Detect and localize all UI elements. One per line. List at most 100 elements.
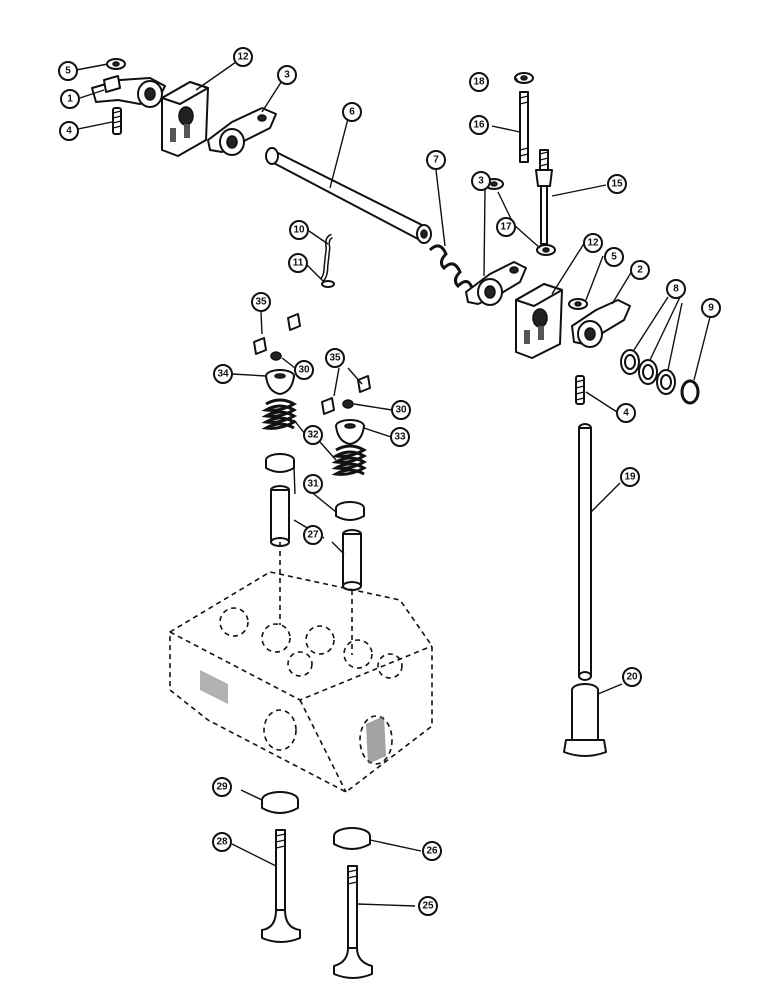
washer-17-lower: [536, 244, 556, 256]
adjusting-stud-4-lower: [575, 375, 585, 405]
svg-text:6: 6: [349, 107, 355, 118]
svg-text:9: 9: [708, 303, 714, 314]
valve-keeper-35-right: [321, 375, 371, 415]
svg-text:29: 29: [216, 782, 228, 793]
rocker-shaft-6: [265, 147, 432, 244]
svg-text:3: 3: [284, 70, 290, 81]
rocker-shaft-support-12-upper: [161, 81, 209, 157]
valve-spring-32-right: [331, 444, 368, 476]
svg-text:5: 5: [611, 252, 617, 263]
stud-16: [519, 91, 529, 163]
svg-text:12: 12: [587, 238, 599, 249]
callout-25: 25: [418, 896, 438, 916]
valve-seal-30-left: [270, 351, 282, 361]
adjusting-stud-4-upper: [112, 107, 122, 135]
callout-30-left: 30: [294, 360, 314, 380]
valve-25: [333, 865, 373, 979]
svg-text:15: 15: [611, 179, 623, 190]
svg-text:19: 19: [624, 472, 636, 483]
svg-text:32: 32: [307, 430, 319, 441]
callout-32: 32: [303, 425, 323, 445]
spring-seat-31-right: [335, 501, 365, 521]
valve-seat-insert-29: [261, 791, 299, 814]
valve-seat-insert-26: [333, 827, 371, 850]
shaft-spring-7: [428, 244, 474, 289]
callout-20: 20: [622, 667, 642, 687]
thrust-washer-8-a: [620, 349, 640, 375]
callout-35-right: 35: [325, 348, 345, 368]
callout-35-left: 35: [251, 292, 271, 312]
svg-text:1: 1: [67, 94, 73, 105]
rocker-arm-3-upper: [207, 107, 277, 156]
callout-12-upper: 12: [233, 47, 253, 67]
valve-guide-27-right: [342, 529, 362, 591]
callout-9: 9: [701, 298, 721, 318]
svg-text:8: 8: [673, 284, 679, 295]
callout-29: 29: [212, 777, 232, 797]
callout-27: 27: [303, 525, 323, 545]
svg-text:10: 10: [293, 225, 305, 236]
nut-5-upper: [106, 58, 126, 70]
callout-7: 7: [426, 150, 446, 170]
rocker-shaft-support-12-lower: [515, 283, 563, 359]
spring-retainer-34: [265, 369, 295, 395]
adjusting-screw-15: [535, 149, 553, 245]
callout-8: 8: [666, 279, 686, 299]
svg-text:30: 30: [395, 405, 407, 416]
svg-text:26: 26: [426, 846, 438, 857]
spring-retainer-33: [335, 419, 365, 445]
thrust-washer-8-c: [656, 369, 676, 395]
svg-text:33: 33: [394, 432, 406, 443]
valve-spring-32-left: [261, 398, 298, 430]
callout-11: 11: [288, 253, 308, 273]
svg-text:35: 35: [255, 297, 267, 308]
nut-18: [514, 72, 534, 84]
nut-5-lower: [568, 298, 588, 310]
callout-3-lower: 3: [471, 171, 491, 191]
svg-text:3: 3: [478, 176, 484, 187]
svg-text:25: 25: [422, 901, 434, 912]
svg-text:31: 31: [307, 479, 319, 490]
oil-tube-10: [320, 233, 334, 282]
callout-4-lower: 4: [616, 403, 636, 423]
valve-keeper-35-left: [253, 313, 301, 355]
callout-19: 19: [620, 467, 640, 487]
svg-text:18: 18: [473, 77, 485, 88]
callout-31: 31: [303, 474, 323, 494]
spring-seat-31-left: [265, 453, 295, 473]
callout-33: 33: [390, 427, 410, 447]
svg-text:30: 30: [298, 365, 310, 376]
svg-text:28: 28: [216, 837, 228, 848]
cylinder-head: [169, 542, 433, 793]
callout-6: 6: [342, 102, 362, 122]
svg-text:4: 4: [66, 126, 72, 137]
svg-text:4: 4: [623, 408, 629, 419]
callout-28: 28: [212, 832, 232, 852]
valve-seal-30-right: [342, 399, 354, 409]
callout-2: 2: [630, 260, 650, 280]
callout-26: 26: [422, 841, 442, 861]
callout-5-lower: 5: [604, 247, 624, 267]
callout-30-right: 30: [391, 400, 411, 420]
rocker-arm-1: [91, 75, 166, 108]
callout-12-lower: 12: [583, 233, 603, 253]
push-rod-19: [578, 423, 592, 681]
callout-16: 16: [469, 115, 489, 135]
tappet-20: [563, 683, 607, 757]
svg-text:20: 20: [626, 672, 638, 683]
callout-15: 15: [607, 174, 627, 194]
callout-4-upper: 4: [59, 121, 79, 141]
rocker-arm-3-lower: [465, 261, 527, 306]
snap-ring-9: [680, 379, 700, 405]
callout-18: 18: [469, 72, 489, 92]
svg-text:2: 2: [637, 265, 643, 276]
svg-text:17: 17: [500, 222, 512, 233]
svg-text:11: 11: [293, 258, 304, 269]
svg-text:5: 5: [65, 66, 71, 77]
svg-text:16: 16: [473, 120, 485, 131]
svg-text:34: 34: [217, 369, 229, 380]
o-ring-11: [321, 280, 335, 288]
valve-guide-27-left: [270, 485, 290, 547]
svg-text:7: 7: [433, 155, 439, 166]
